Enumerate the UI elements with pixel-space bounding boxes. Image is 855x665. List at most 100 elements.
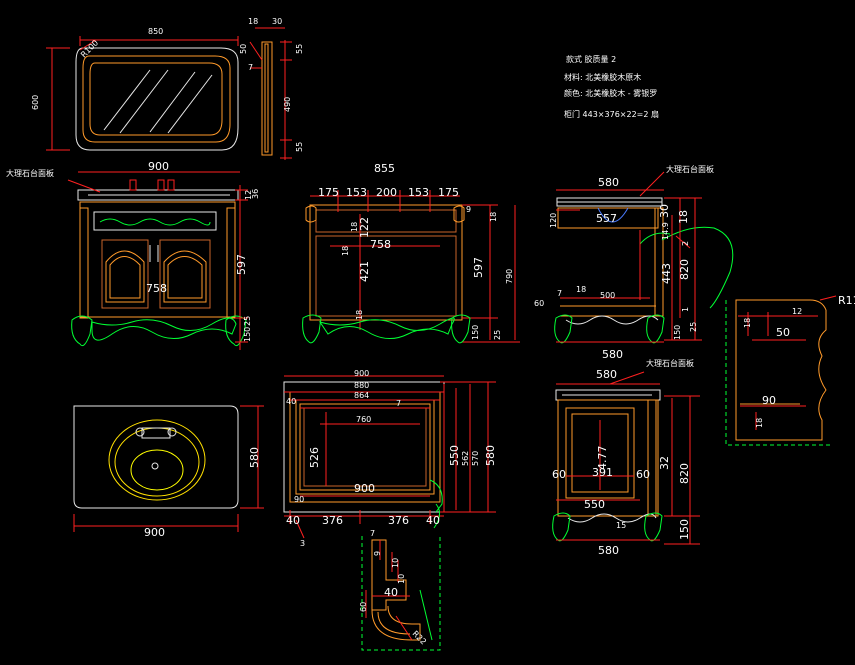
vanity-side-panel-elevation — [552, 371, 700, 545]
plan-top-7: 7 — [396, 399, 401, 408]
plan-mid-900: 900 — [354, 482, 375, 495]
sidepanel-h-150: 150 — [678, 519, 691, 540]
side-dim-2: 2 — [681, 241, 690, 246]
vanity-plan-view — [283, 375, 496, 539]
carcass-h-122: 122 — [358, 217, 371, 238]
mirror-front-view — [46, 36, 239, 151]
plan-inner-526: 526 — [308, 447, 321, 468]
corner-dim-r22: R22 — [411, 629, 429, 647]
side-dim-60: 60 — [534, 299, 544, 308]
plan-corner-90: 90 — [294, 495, 304, 504]
side-dim-18b: 18 — [576, 285, 586, 294]
front-top-thk-12: 12 — [244, 190, 253, 200]
basin-top-plan — [73, 405, 264, 532]
plan-bottom-376b: 376 — [388, 514, 409, 527]
mirror-side-55a: 55 — [295, 44, 304, 54]
basin-width-900: 900 — [144, 526, 165, 539]
sidepanel-h-820: 820 — [678, 463, 691, 484]
carcass-h-18a: 18 — [350, 222, 359, 232]
carcass-h-597: 597 — [472, 257, 485, 278]
side-depth-557: 557 — [596, 212, 617, 225]
plan-h-580: 580 — [484, 445, 497, 466]
carcass-h-25: 25 — [493, 330, 502, 340]
plan-corner-3: 3 — [300, 539, 305, 548]
sidepanel-inner-32: 32 — [658, 456, 671, 470]
rail-dim-90: 90 — [762, 394, 776, 407]
side-top-120: 120 — [549, 213, 558, 228]
carcass-nine: 9 — [466, 205, 471, 214]
vanity-carcass-elevation — [302, 190, 520, 344]
plan-top-760: 760 — [356, 415, 371, 424]
side-dim-443: 443 — [660, 263, 673, 284]
plan-w-900: 900 — [354, 369, 369, 378]
carcass-split-153a: 153 — [346, 186, 367, 199]
carcass-split-175b: 175 — [438, 186, 459, 199]
carcass-h-18d: 18 — [489, 212, 498, 222]
sidepanel-inner-60b: 60 — [636, 468, 650, 481]
vanity-side-section — [554, 171, 734, 344]
rail-dim-50: 50 — [776, 326, 790, 339]
spec-door: 柜门 443×376×22=2 扇 — [564, 109, 659, 119]
front-height-150: 150 — [243, 327, 252, 342]
rail-profile-detail — [725, 295, 837, 446]
mirror-side-7: 7 — [248, 63, 253, 72]
plan-w-880: 880 — [354, 381, 369, 390]
marble-top-note-2: 大理石台面板 — [666, 164, 714, 174]
rail-dim-12: 12 — [792, 307, 802, 316]
carcass-h-18b: 18 — [341, 246, 350, 256]
plan-w-864: 864 — [354, 391, 369, 400]
corner-dim-7: 7 — [370, 529, 375, 538]
mirror-width-label: 850 — [148, 27, 163, 36]
side-dim-1: 1 — [681, 307, 690, 312]
mirror-side-490: 490 — [283, 97, 292, 112]
carcass-width-855: 855 — [374, 162, 395, 175]
sidepanel-inner-477: 4.77 — [596, 446, 609, 471]
side-dim-500: 500 — [600, 291, 615, 300]
marble-top-note-3: 大理石台面板 — [646, 358, 694, 368]
sidepanel-inner-550: 550 — [584, 498, 605, 511]
side-dim-18: 18 — [677, 210, 690, 224]
side-bottom-580: 580 — [602, 348, 623, 361]
side-dim-30: 30 — [658, 204, 671, 218]
mirror-side-55b: 55 — [295, 142, 304, 152]
carcass-split-153b: 153 — [408, 186, 429, 199]
carcass-h-421: 421 — [358, 261, 371, 282]
front-width-label: 900 — [148, 160, 169, 173]
plan-h-550: 550 — [448, 445, 461, 466]
plan-bottom-40b: 40 — [426, 514, 440, 527]
plan-top-40: 40 — [286, 397, 296, 406]
mirror-height-label: 600 — [31, 95, 40, 110]
front-top-thk-36: 36 — [251, 189, 260, 199]
spec-model: 款式 胶质量 2 — [566, 54, 616, 64]
side-dim-820: 820 — [678, 259, 691, 280]
vanity-front-elevation — [67, 171, 248, 350]
sidepanel-inner-15: 15 — [616, 521, 626, 530]
mirror-side-50: 50 — [239, 44, 248, 54]
spec-color: 颜色: 北美橡胶木 - 雾银罗 — [564, 88, 657, 98]
mirror-side-18: 18 — [248, 17, 258, 26]
sidepanel-bottom-580: 580 — [598, 544, 619, 557]
side-dim-7: 7 — [557, 289, 562, 298]
corner-leg-detail — [361, 536, 441, 651]
side-dim-150: 150 — [673, 325, 682, 340]
corner-dim-10b: 10 — [397, 574, 406, 584]
front-height-25: 25 — [243, 316, 252, 326]
carcass-h-790: 790 — [505, 269, 514, 284]
plan-h-562: 562 — [461, 451, 470, 466]
carcass-split-200: 200 — [376, 186, 397, 199]
side-dim-14-9: 14.9 — [661, 222, 670, 240]
carcass-h-18c: 18 — [355, 310, 364, 320]
spec-material: 材料: 北美橡胶木原木 — [564, 72, 641, 82]
carcass-inner-758: 758 — [370, 238, 391, 251]
carcass-h-150: 150 — [471, 325, 480, 340]
marble-top-note-1: 大理石台面板 — [6, 168, 54, 178]
corner-dim-9: 9 — [373, 551, 382, 556]
corner-dim-40: 40 — [384, 586, 398, 599]
side-dim-25: 25 — [689, 322, 698, 332]
sidepanel-width-580: 580 — [596, 368, 617, 381]
mirror-side-30: 30 — [272, 17, 282, 26]
rail-radius: R11 — [838, 294, 855, 307]
front-inner-758: 758 — [146, 282, 167, 295]
plan-h-570: 570 — [471, 451, 480, 466]
